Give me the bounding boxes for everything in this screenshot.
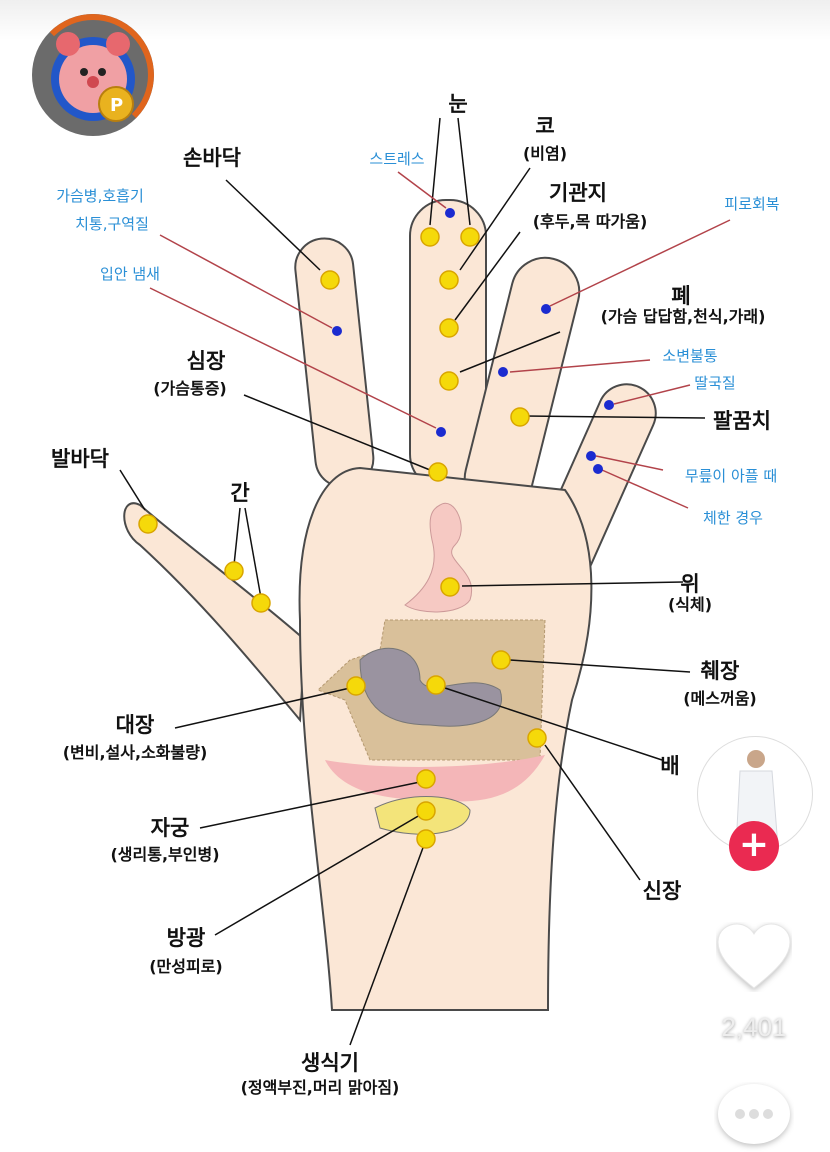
follow-button[interactable]: + (729, 821, 779, 871)
acupoint (527, 728, 547, 748)
label-bronchi-sub: (후두,목 따가움) (532, 212, 648, 231)
label-foot-sole: 발바닥 (51, 447, 109, 471)
label-heart: 심장 (186, 349, 226, 373)
label-stress: 스트레스 (369, 150, 425, 168)
like-button[interactable] (716, 922, 792, 992)
acupoint (320, 270, 340, 290)
label-stomach-sub: (식체) (667, 595, 713, 614)
label-kidney: 신장 (642, 879, 682, 903)
acupoint (439, 318, 459, 338)
acupoint (510, 407, 530, 427)
label-sole: 손바닥 (183, 146, 241, 170)
label-belly: 배 (660, 754, 680, 778)
label-genitals: 생식기 (301, 1051, 359, 1075)
acupoint (460, 227, 480, 247)
thumb (123, 502, 307, 723)
heart-icon (717, 923, 791, 989)
label-pancreas: 췌장 (700, 659, 740, 683)
label-uterus-sub: (생리통,부인병) (110, 845, 220, 864)
label-toothache: 치통,구역질 (75, 215, 149, 233)
acupoint (426, 675, 446, 695)
acupoint (420, 227, 440, 247)
acupoint-minor (586, 451, 596, 461)
label-nose-sub: (비염) (522, 144, 568, 163)
label-large-intestine: 대장 (115, 713, 155, 737)
acupoint-minor (436, 427, 446, 437)
acupoint (440, 577, 460, 597)
acupoint (251, 593, 271, 613)
acupoint-minor (498, 367, 508, 377)
acupoints-blue (332, 208, 614, 474)
label-large-intestine-sub: (변비,설사,소화불량) (62, 743, 208, 762)
label-fatigue-recovery: 피로회복 (724, 195, 780, 213)
label-liver: 간 (230, 481, 250, 505)
label-bladder-sub: (만성피로) (149, 957, 223, 976)
label-knee-pain: 무릎이 아플 때 (684, 467, 778, 485)
label-indigestion: 체한 경우 (703, 509, 763, 527)
label-bad-breath: 입안 냄새 (100, 265, 160, 283)
label-heart-sub: (가슴통증) (153, 379, 227, 398)
leader-lines-black (119, 117, 706, 1046)
comment-icon (718, 1084, 790, 1144)
acupoint (416, 829, 436, 849)
acupoint (428, 462, 448, 482)
label-lung-sub: (가슴 답답함,천식,가래) (600, 307, 766, 326)
label-bladder: 방광 (166, 926, 206, 950)
acupoint-minor (604, 400, 614, 410)
leader-lines-red (149, 171, 731, 509)
label-elbow: 팔꿈치 (713, 409, 771, 433)
acupoint-minor (332, 326, 342, 336)
label-nose: 코 (535, 114, 555, 138)
acupoint (439, 270, 459, 290)
acupoint (416, 769, 436, 789)
label-pancreas-sub: (메스꺼움) (683, 689, 757, 708)
timer-progress-ring (32, 14, 154, 136)
reward-timer-badge[interactable]: P (32, 14, 154, 136)
acupoint-minor (541, 304, 551, 314)
acupoint (138, 514, 158, 534)
label-stomach: 위 (680, 572, 700, 596)
label-urinary: 소변불통 (662, 347, 718, 365)
label-lung: 폐 (671, 284, 691, 308)
acupoint (346, 676, 366, 696)
acupoint (416, 801, 436, 821)
acupoint-minor (593, 464, 603, 474)
label-eye: 눈 (448, 92, 468, 116)
acupoints-yellow (138, 227, 547, 849)
label-genitals-sub: (정액부진,머리 맑아짐) (240, 1078, 400, 1097)
acupoint (439, 371, 459, 391)
label-chest-disease: 가슴병,호흡기 (56, 187, 144, 205)
like-count: 2,401 (721, 1012, 787, 1042)
acupoint (491, 650, 511, 670)
label-hiccup: 딸국질 (694, 374, 736, 392)
comment-button[interactable] (714, 1082, 794, 1152)
label-uterus: 자궁 (150, 816, 190, 840)
label-bronchi: 기관지 (549, 181, 607, 205)
acupoint (224, 561, 244, 581)
plus-icon: + (738, 824, 770, 865)
acupoint-minor (445, 208, 455, 218)
